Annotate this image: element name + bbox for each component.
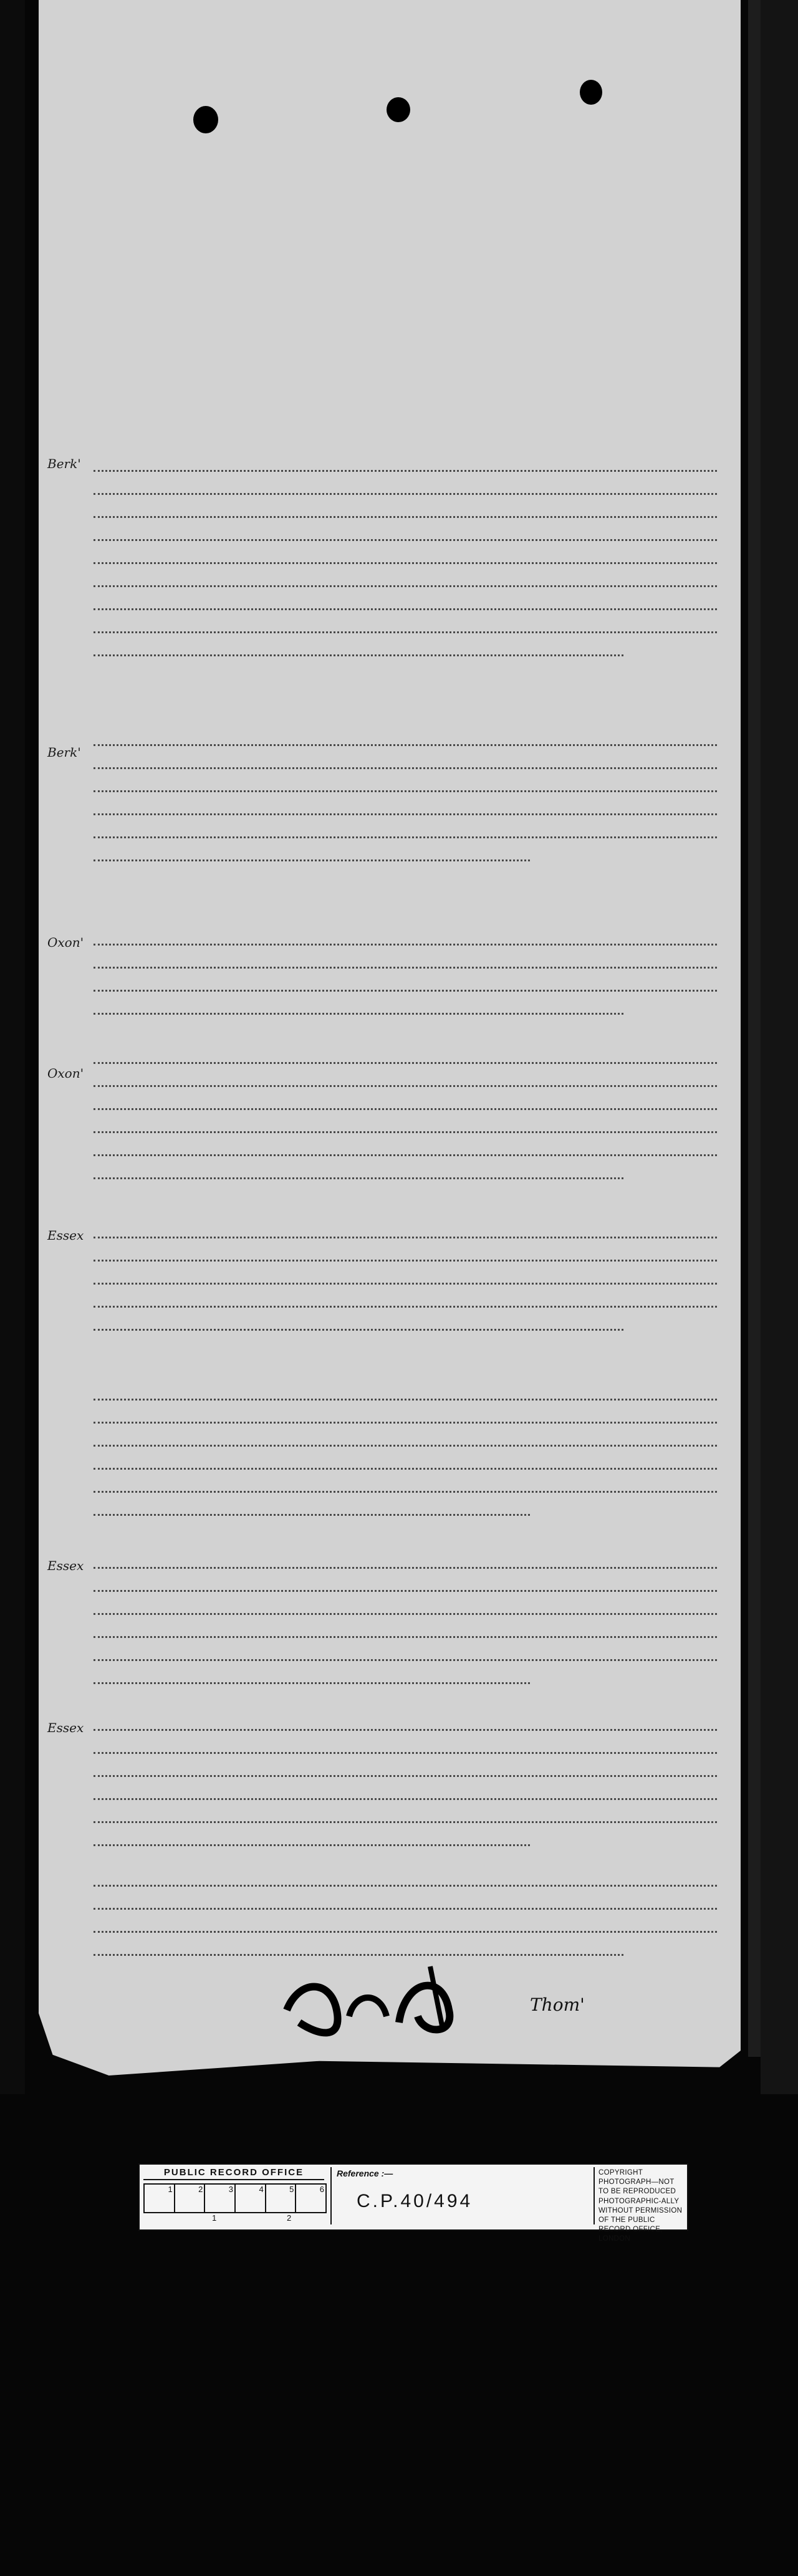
reference-box: Reference :— C.P.40/494	[330, 2167, 595, 2224]
copyright-notice: COPYRIGHT PHOTOGRAPH—NOT TO BE REPRODUCE…	[598, 2169, 683, 2243]
margin-note: Oxon'	[47, 935, 84, 950]
measure-ruler: 1 2 3 4 5 6	[143, 2183, 327, 2213]
stitch-hole	[580, 80, 602, 105]
scan-border-left	[0, 0, 25, 2094]
margin-note: Berk'	[47, 745, 81, 760]
entry-block	[94, 455, 717, 663]
ruler-number: 2	[175, 2185, 206, 2212]
margin-note: Essex	[47, 1720, 84, 1735]
ruler-number: 6	[319, 2185, 325, 2194]
margin-note: Essex	[47, 1558, 84, 1573]
reference-value: C.P.40/494	[357, 2191, 473, 2211]
margin-note: Essex	[47, 1228, 84, 1243]
stitch-hole	[193, 106, 218, 133]
margin-note: Berk'	[47, 456, 81, 471]
entry-block	[94, 929, 717, 1021]
entry-block	[94, 729, 717, 868]
ruler-number: 1	[145, 2185, 175, 2212]
signature-mark: Thom'	[530, 1994, 585, 2015]
scan-border-right	[761, 0, 798, 2094]
stitch-hole	[387, 97, 410, 122]
ruler-number: 3	[205, 2185, 236, 2212]
scale-label: 2	[287, 2213, 292, 2223]
ruler-number: 4	[236, 2185, 266, 2212]
entry-block	[94, 1384, 717, 1522]
record-office-ribbon: PUBLIC RECORD OFFICE 1 2 3 4 5 6 1 2 Ref…	[138, 2163, 688, 2243]
entry-block	[94, 1870, 717, 1962]
entry-block	[94, 1552, 717, 1690]
entry-block	[94, 1222, 717, 1337]
ruler-number: 5	[266, 2185, 297, 2212]
margin-note: Oxon'	[47, 1066, 84, 1081]
entry-block	[94, 1714, 717, 1852]
office-title: PUBLIC RECORD OFFICE	[143, 2167, 324, 2180]
ruler-scale: 1 2	[143, 2212, 324, 2226]
scale-label: 1	[212, 2213, 217, 2223]
reference-label: Reference :—	[337, 2168, 393, 2178]
entry-block	[94, 1047, 717, 1185]
scan-border-right-inner	[748, 0, 761, 2057]
notarial-mark	[283, 1966, 454, 2037]
